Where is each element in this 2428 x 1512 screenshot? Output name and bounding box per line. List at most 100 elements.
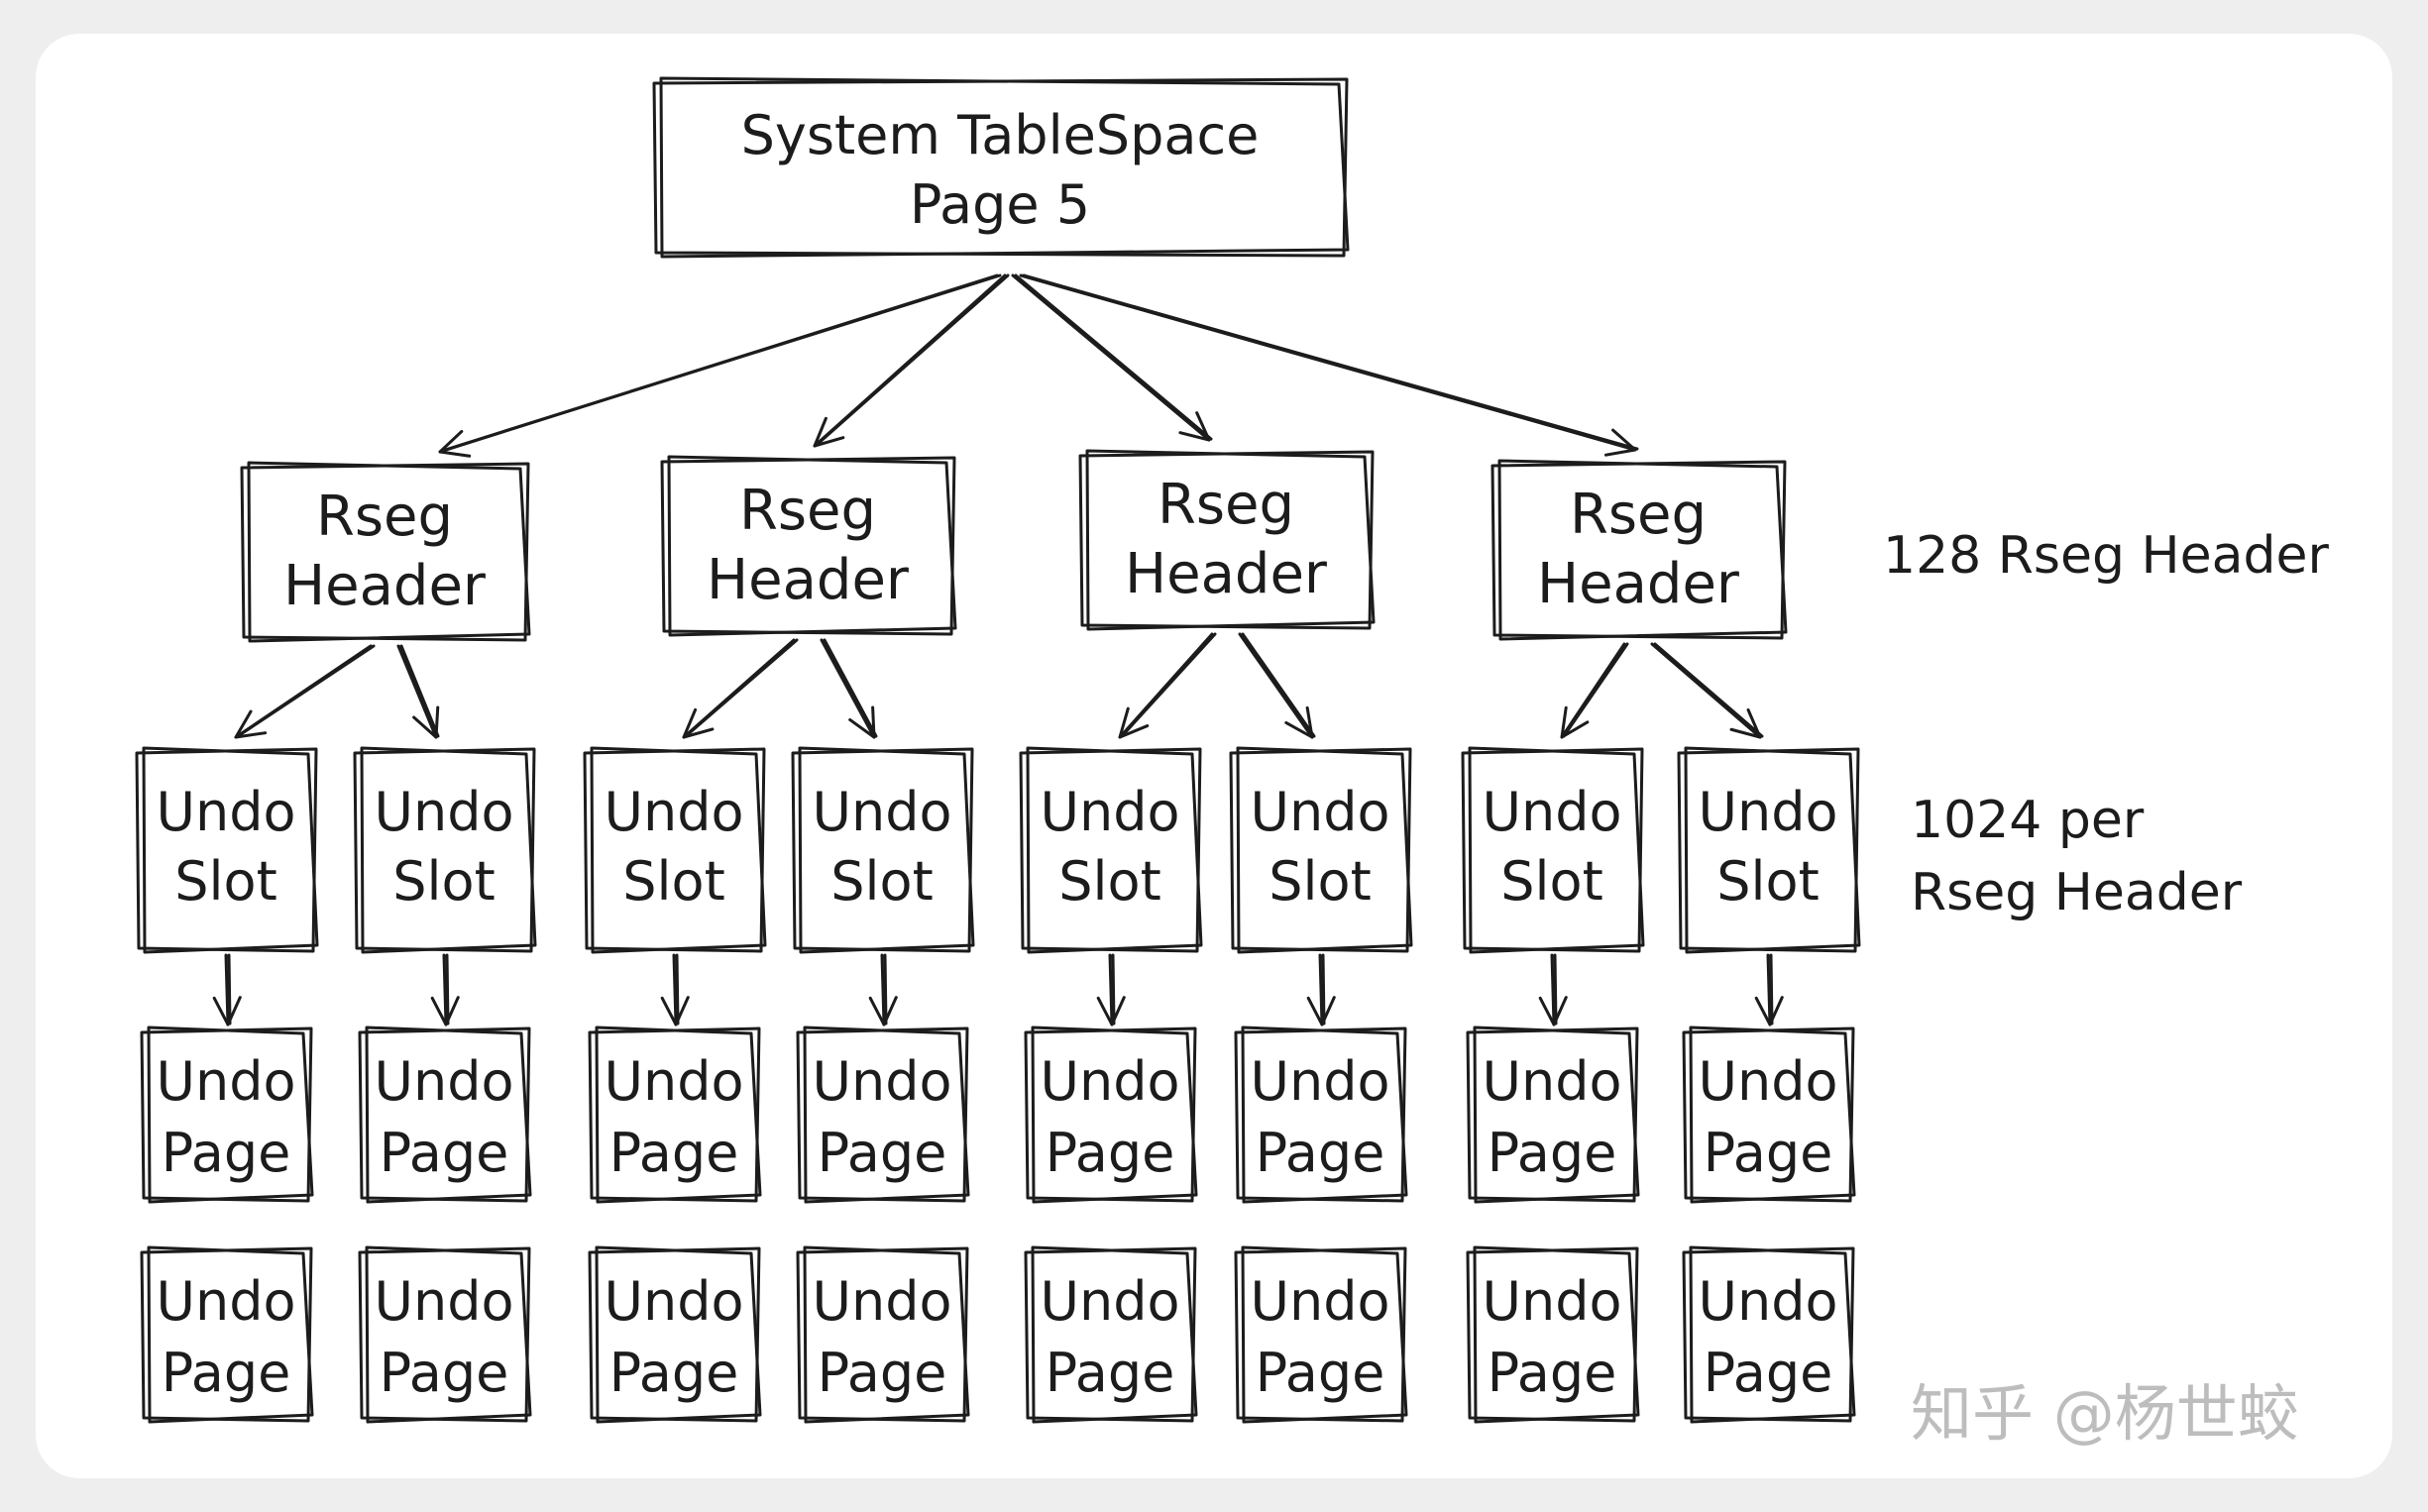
rseg-arrow [1019, 273, 1639, 457]
undo-page-box [1234, 1245, 1408, 1424]
system-tablespace-label-line1: System TableSpace [741, 104, 1260, 166]
undo-slot-box [1229, 746, 1413, 954]
slot-count-note-line2: Rseg Header [1911, 863, 2243, 922]
slot-arrow [234, 644, 376, 739]
undo-page-label-line2: Page [380, 1342, 509, 1404]
page-arrow [430, 953, 460, 1026]
rseg-header-box [1490, 459, 1788, 641]
rseg-header-label-line2: Header [1125, 542, 1328, 606]
slot-arrow [396, 644, 440, 739]
undo-page-label-line2: Page [1046, 1342, 1175, 1404]
page-arrow [1538, 953, 1568, 1026]
undo-slot-label-line2: Slot [1269, 850, 1372, 913]
rseg-header-label-line1: Rseg [1570, 483, 1707, 547]
undo-page-label-line1: Undo [374, 1270, 513, 1333]
undo-slot-box [1677, 746, 1861, 954]
undo-page-box [1234, 1026, 1408, 1204]
rseg-header-label-line1: Rseg [739, 479, 876, 543]
undo-slot-label-line1: Undo [604, 781, 743, 843]
undo-page-box [1682, 1026, 1856, 1204]
undo-page-box [140, 1245, 314, 1424]
undo-page-label-line2: Page [818, 1342, 947, 1404]
page-arrow [1754, 953, 1784, 1026]
page-arrow [1306, 953, 1336, 1026]
undo-page-label-line2: Page [1488, 1122, 1617, 1184]
page-arrow [1096, 953, 1126, 1026]
diagram-card [36, 34, 2392, 1478]
slot-arrow [1238, 632, 1316, 739]
undo-page-label-line1: Undo [812, 1050, 951, 1113]
undo-slot-box [583, 746, 767, 954]
undo-slot-label-line1: Undo [1250, 781, 1389, 843]
undo-slot-label-line2: Slot [392, 850, 496, 913]
undo-page-box [358, 1026, 532, 1204]
slot-arrow [1118, 632, 1217, 739]
undo-page-box [1466, 1245, 1640, 1424]
undo-page-box [588, 1026, 762, 1204]
undo-slot-box [1019, 746, 1203, 954]
rseg-header-box [240, 461, 531, 643]
rseg-count-note: 128 Rseg Header [1883, 526, 2329, 586]
undo-page-label-line1: Undo [604, 1270, 743, 1333]
undo-page-box [588, 1245, 762, 1424]
undo-page-label-line1: Undo [1250, 1050, 1389, 1113]
page-arrow [660, 953, 690, 1026]
undo-slot-label-line1: Undo [1698, 781, 1837, 843]
undo-page-box [796, 1026, 970, 1204]
undo-page-label-line1: Undo [1250, 1270, 1389, 1333]
undo-page-label-line1: Undo [1482, 1050, 1621, 1113]
rseg-arrow [813, 273, 1010, 448]
watermark: 知乎 @杨世蛟 [1911, 1377, 2299, 1450]
undo-slot-label-line2: Slot [622, 850, 725, 913]
page-arrow [212, 953, 242, 1026]
undo-page-box [1466, 1026, 1640, 1204]
undo-page-label-line2: Page [818, 1122, 947, 1184]
undo-page-label-line2: Page [1046, 1122, 1175, 1184]
undo-slot-label-line2: Slot [1500, 850, 1603, 913]
undo-slot-label-line2: Slot [1716, 850, 1820, 913]
undo-slot-box [353, 746, 537, 954]
undo-page-label-line2: Page [1704, 1342, 1833, 1404]
system-tablespace-box [652, 76, 1350, 259]
undo-page-box [796, 1245, 970, 1424]
undo-page-label-line2: Page [162, 1122, 291, 1184]
undo-slot-label-line1: Undo [156, 781, 295, 843]
undo-slot-box [1461, 746, 1645, 954]
rseg-arrow [1011, 273, 1213, 442]
undo-page-label-line2: Page [609, 1342, 739, 1404]
slot-count-note-line1: 1024 per [1911, 791, 2145, 850]
undo-page-box [1024, 1245, 1198, 1424]
rseg-header-label-line1: Rseg [1158, 473, 1294, 537]
undo-page-label-line2: Page [1488, 1342, 1617, 1404]
undo-page-box [358, 1245, 532, 1424]
undo-page-label-line1: Undo [812, 1270, 951, 1333]
undo-page-label-line1: Undo [1698, 1050, 1837, 1113]
undo-page-label-line1: Undo [156, 1270, 295, 1333]
undo-slot-label-line2: Slot [1058, 850, 1161, 913]
rseg-header-label-line2: Header [283, 554, 487, 618]
rseg-header-label-line1: Rseg [316, 485, 453, 549]
slot-arrow [820, 638, 878, 739]
rseg-header-label-line2: Header [1537, 552, 1740, 616]
undo-slot-label-line2: Slot [174, 850, 277, 913]
rseg-header-label-line2: Header [707, 548, 910, 612]
undo-page-label-line1: Undo [1698, 1270, 1837, 1333]
undo-slot-label-line1: Undo [374, 781, 513, 843]
page-arrow [868, 953, 898, 1026]
undo-page-label-line1: Undo [1040, 1050, 1179, 1113]
rseg-arrow [438, 273, 1002, 458]
undo-page-box [140, 1026, 314, 1204]
undo-page-label-line1: Undo [156, 1050, 295, 1113]
undo-page-box [1024, 1026, 1198, 1204]
undo-slot-box [135, 746, 319, 954]
undo-page-label-line2: Page [609, 1122, 739, 1184]
undo-page-label-line2: Page [1256, 1342, 1385, 1404]
rseg-header-box [660, 455, 957, 637]
undo-slot-label-line1: Undo [812, 781, 951, 843]
undo-slot-label-line1: Undo [1482, 781, 1621, 843]
undo-slot-label-line1: Undo [1040, 781, 1179, 843]
undo-page-label-line1: Undo [374, 1050, 513, 1113]
slot-arrow [682, 638, 799, 739]
system-tablespace-label-line2: Page 5 [910, 173, 1090, 236]
